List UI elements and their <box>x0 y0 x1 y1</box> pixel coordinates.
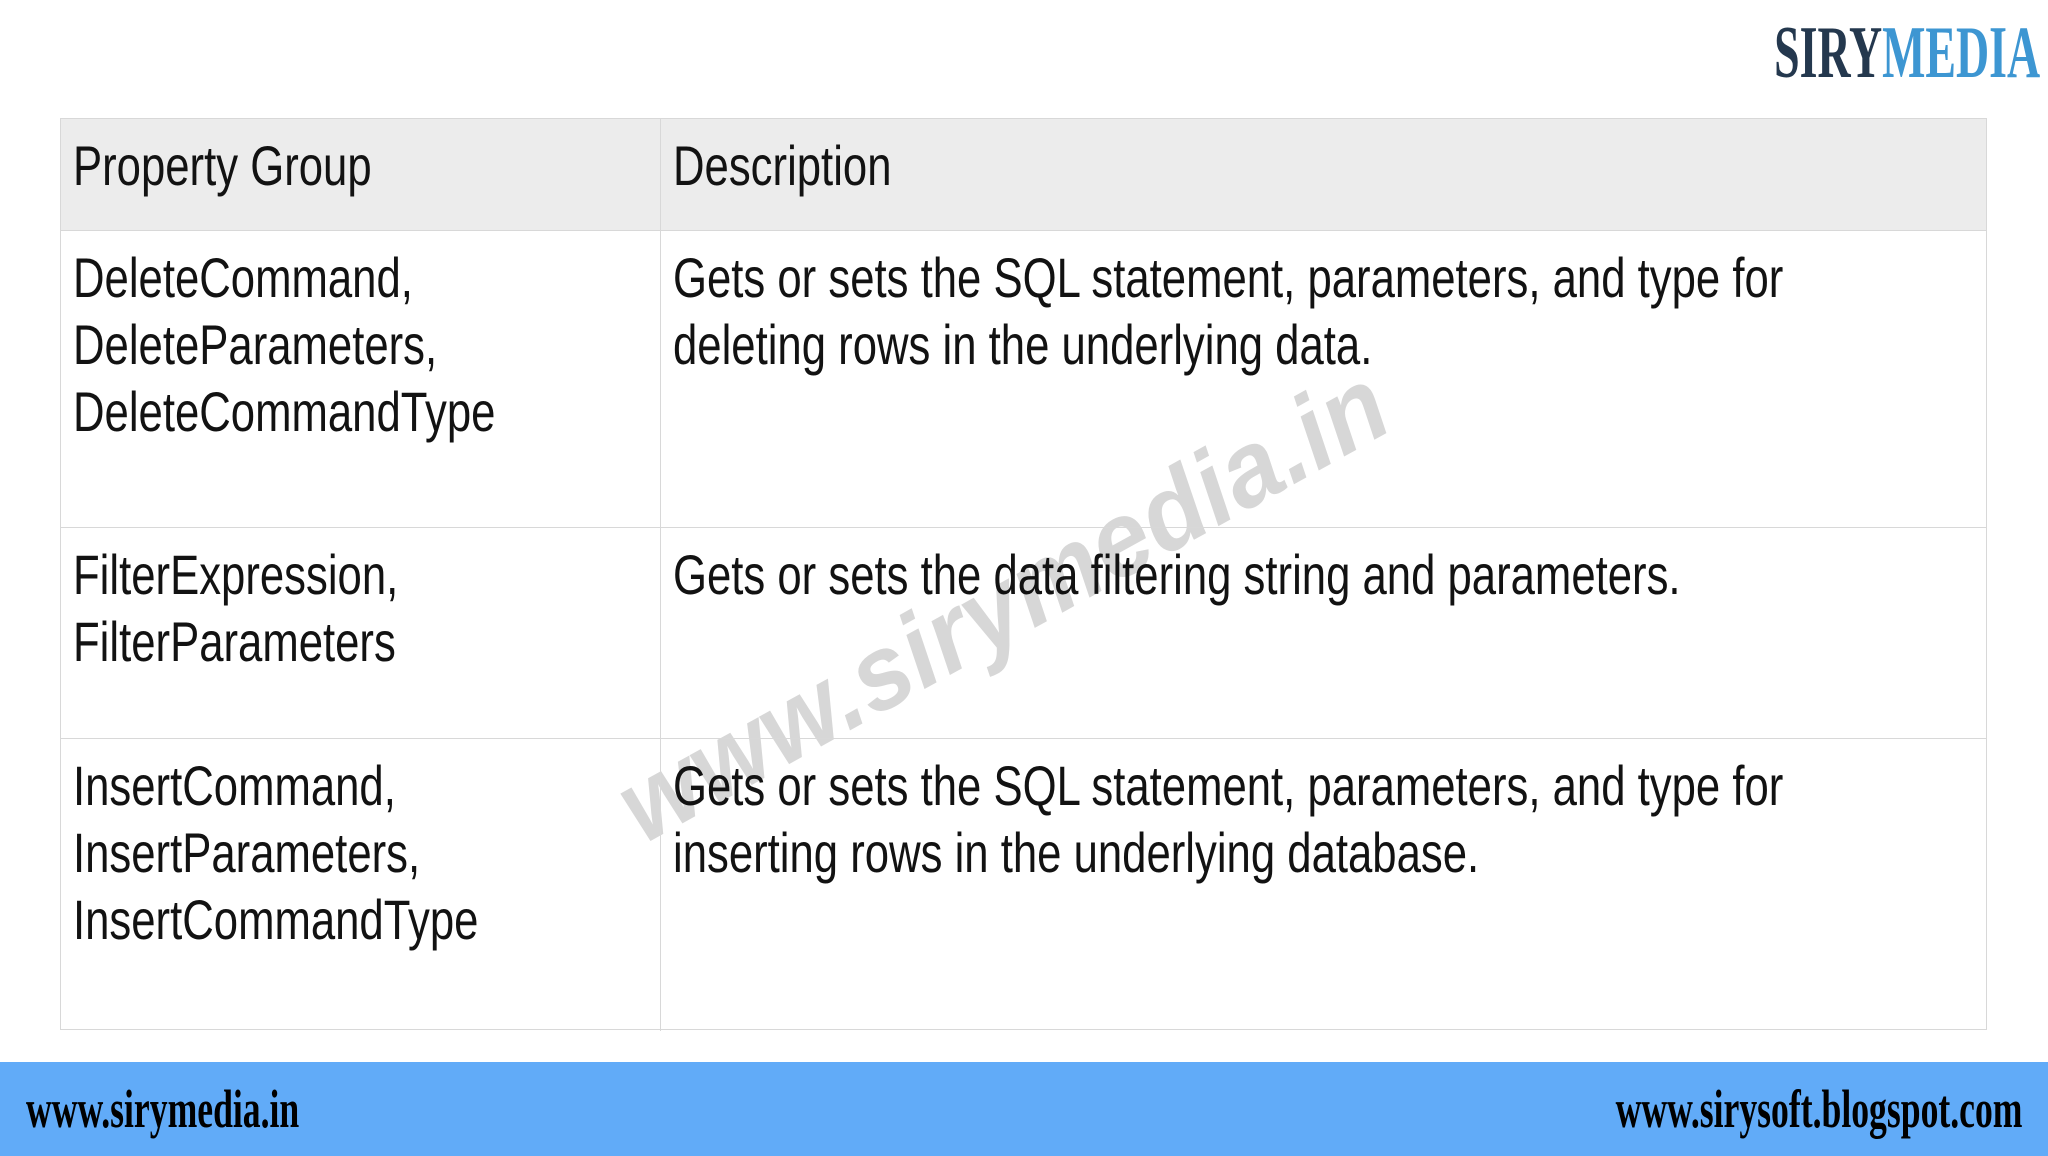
row3-property-group-text: InsertCommand, InsertParameters, InsertC… <box>73 754 479 951</box>
header-cell-property-group: Property Group <box>61 119 661 231</box>
table-cell-row2-property-group: FilterExpression, FilterParameters <box>61 528 661 739</box>
brand-logo-media: MEDIA <box>1881 12 2040 94</box>
row1-description-text: Gets or sets the SQL statement, paramete… <box>673 246 1784 376</box>
row1-property-group-text: DeleteCommand, DeleteParameters, DeleteC… <box>73 246 496 443</box>
footer-right-url: www.sirysoft.blogspot.com <box>1615 1079 2022 1139</box>
brand-logo-siry: SIRY <box>1773 12 1882 94</box>
table-cell-row2-description: Gets or sets the data filtering string a… <box>661 528 1986 739</box>
header-label-property-group: Property Group <box>73 134 372 197</box>
footer-bar: www.sirymedia.in www.sirysoft.blogspot.c… <box>0 1062 2048 1156</box>
table-cell-row1-description: Gets or sets the SQL statement, paramete… <box>661 231 1986 528</box>
header-cell-description: Description <box>661 119 1986 231</box>
table-cell-row3-description: Gets or sets the SQL statement, paramete… <box>661 739 1986 1031</box>
row2-property-group-text: FilterExpression, FilterParameters <box>73 543 399 673</box>
header-label-description: Description <box>673 134 892 197</box>
brand-logo: SIRYMEDIA <box>1774 16 2040 90</box>
table-cell-row3-property-group: InsertCommand, InsertParameters, InsertC… <box>61 739 661 1031</box>
property-group-table: Property Group Description DeleteCommand… <box>60 118 1987 1031</box>
table-cell-row1-property-group: DeleteCommand, DeleteParameters, DeleteC… <box>61 231 661 528</box>
row2-description-text: Gets or sets the data filtering string a… <box>673 543 1681 606</box>
row3-description-text: Gets or sets the SQL statement, paramete… <box>673 754 1784 884</box>
footer-left-url: www.sirymedia.in <box>26 1079 300 1139</box>
